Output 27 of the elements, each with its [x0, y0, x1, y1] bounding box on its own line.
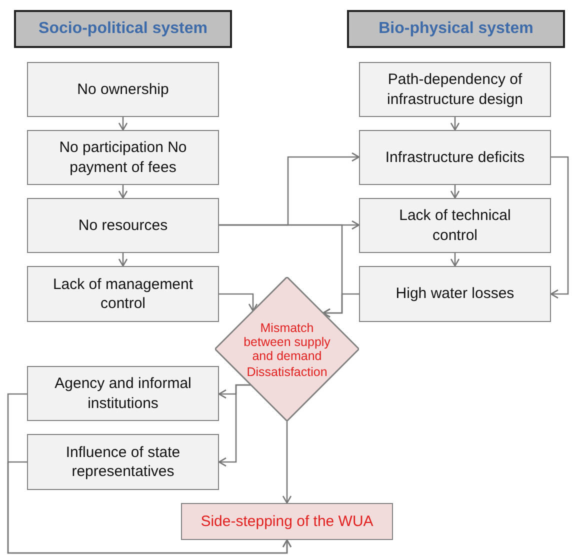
process-box: Infrastructure deficits [359, 130, 551, 185]
arrow [550, 156, 569, 299]
outcome-box: Side-stepping of the WUA [181, 503, 393, 540]
arrow [218, 384, 251, 467]
process-box: Influence of state representatives [27, 434, 219, 490]
diamond-subtext: Dissatisfaction [246, 366, 328, 380]
diamond-text: Mismatch between supply and demand [242, 322, 332, 364]
arrow [118, 185, 128, 199]
process-box: No ownership [27, 62, 219, 117]
process-box: Lack of management control [27, 266, 219, 322]
process-box: High water losses [359, 266, 551, 322]
process-box: Agency and informal institutions [27, 366, 219, 421]
arrow [219, 293, 258, 312]
arrow [450, 117, 460, 131]
process-box: Lack of technical control [359, 198, 551, 253]
arrow [7, 461, 292, 554]
arrow [118, 253, 128, 267]
process-box: No resources [27, 198, 219, 253]
arrow [450, 185, 460, 199]
process-box: Path-dependency of infrastructure design [359, 62, 551, 117]
arrow [450, 253, 460, 267]
arrow [118, 117, 128, 131]
arrow [322, 293, 359, 318]
process-box: No participation No payment of fees [27, 130, 219, 185]
heading-box: Bio-physical system [347, 10, 565, 48]
arrow [282, 421, 292, 504]
heading-box: Socio-political system [14, 10, 232, 48]
